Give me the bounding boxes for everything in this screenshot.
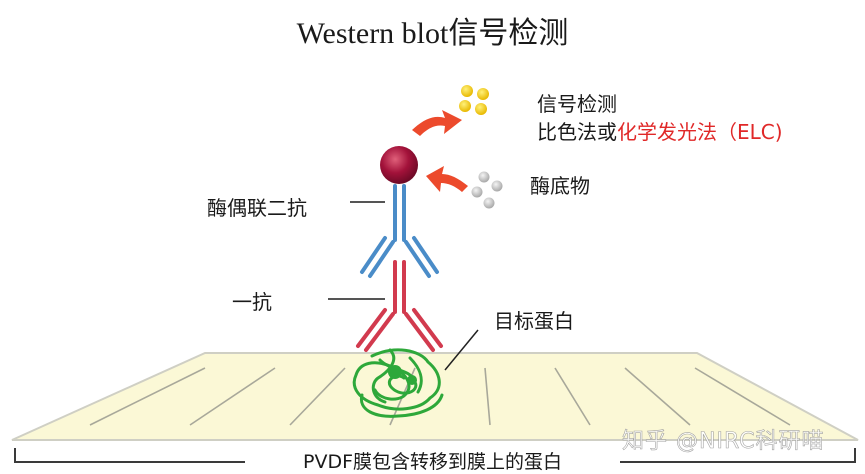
method-highlight: 化学发光法 (617, 120, 717, 144)
signal-dots (459, 85, 489, 115)
target-protein (352, 348, 444, 418)
membrane-lanes (89, 367, 791, 426)
pvdf-membrane (11, 352, 859, 441)
enzyme-ball (380, 146, 418, 184)
membrane-caption: PVDF膜包含转移到膜上的蛋白 (0, 447, 865, 474)
watermark: 知乎 @NIRC科研喵 (622, 429, 825, 455)
method-prefix: 比色法或 (537, 120, 617, 144)
leader-line-target (444, 329, 479, 371)
label-secondary-antibody: 酶偶联二抗 (207, 196, 307, 220)
label-signal-detection: 信号检测 (537, 92, 617, 116)
label-target-protein: 目标蛋白 (494, 309, 574, 333)
arrow-icon (412, 110, 468, 192)
label-primary-antibody: 一抗 (232, 290, 272, 314)
method-suffix: （ELC) (717, 120, 783, 144)
primary-antibody (356, 260, 443, 352)
membrane-bracket (14, 448, 856, 463)
substrate-dots (471, 171, 503, 209)
label-substrate: 酶底物 (530, 174, 590, 198)
diagram-title: Western blot信号检测 (296, 17, 569, 50)
label-detection-method: 比色法或化学发光法（ELC) (537, 116, 783, 145)
secondary-antibody (360, 184, 439, 278)
